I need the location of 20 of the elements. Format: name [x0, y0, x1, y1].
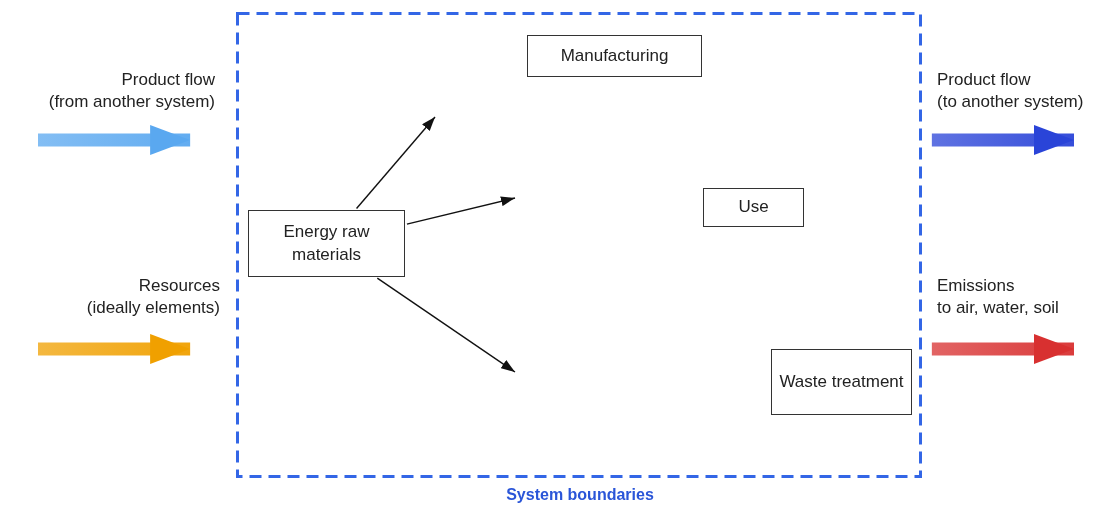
process-box: Waste treatment: [771, 349, 912, 415]
flow-arrow: [38, 125, 191, 155]
flow-arrow: [931, 334, 1074, 364]
process-box: Energy raw materials: [248, 210, 405, 277]
flow-note: (to another system): [937, 91, 1084, 113]
flow-label: Product flow: [120, 69, 215, 91]
boundary-label: System boundaries: [506, 486, 654, 504]
flow-arrow: [931, 125, 1074, 155]
flow-label: Resources: [137, 275, 220, 297]
arrow: [376, 277, 516, 373]
arrow: [406, 196, 516, 225]
arrow: [355, 116, 436, 210]
flow-note: (ideally elements): [86, 297, 220, 319]
flow-label: Product flow: [937, 69, 1032, 91]
flow-label: Emissions: [937, 275, 1016, 297]
process-box: Manufacturing: [527, 35, 702, 77]
process-box: Use: [703, 188, 804, 227]
flow-note: to air, water, soil: [937, 297, 1059, 319]
flow-note: (from another system): [48, 91, 215, 113]
flow-arrow: [38, 334, 191, 364]
